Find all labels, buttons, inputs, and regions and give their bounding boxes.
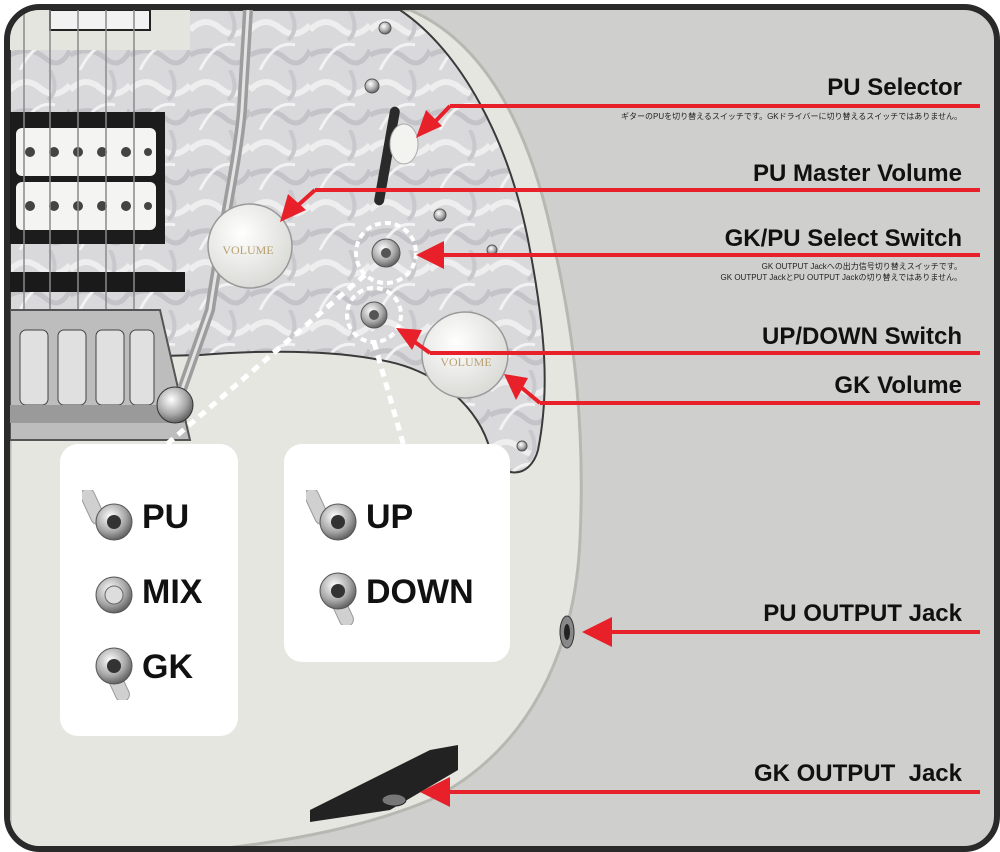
switch-position-gk-text: GK — [142, 648, 193, 686]
toggle-down-icon — [319, 572, 357, 625]
arrow-gk-pu-select — [416, 241, 444, 269]
switch-position-up: UP — [284, 490, 510, 550]
gk-pu-select-switch-label: GK/PU Select Switch — [724, 225, 962, 252]
callout-arrows — [280, 104, 980, 807]
gk-pu-switch-card: PU MIX GK — [60, 444, 238, 736]
arrow-pu-selector — [416, 110, 442, 138]
gk-pu-leader — [158, 273, 367, 452]
tremolo-base — [156, 386, 194, 424]
switch-position-pu-text: PU — [142, 498, 190, 536]
switch-position-gk: GK — [60, 640, 238, 700]
arrow-gk-volume — [504, 374, 528, 400]
toggle-up-icon — [306, 490, 357, 541]
diagram-frame: VOLUME VOLUME — [4, 4, 1000, 852]
gk-output-jack-label: GK OUTPUT Jack — [753, 760, 962, 787]
pu-selector-switch — [374, 106, 419, 206]
pu-selector-label: PU Selector — [827, 74, 962, 101]
gk-pu-select-switch-note-2: GK OUTPUT JackとPU OUTPUT Jackの切り替えではありませ… — [720, 273, 962, 282]
pickguard-screws — [364, 21, 528, 452]
arrow-pu-output — [582, 617, 612, 647]
arrow-up-down — [396, 328, 422, 350]
up-down-switch-label: UP/DOWN Switch — [761, 323, 962, 350]
switch-position-pu: PU — [60, 490, 238, 550]
pickup-bar — [10, 272, 185, 292]
gk-output-jack-shape — [310, 745, 458, 822]
switch-position-down-text: DOWN — [366, 573, 474, 611]
switch-position-mix: MIX — [60, 565, 238, 625]
gk-pu-select-switch-note-1: GK OUTPUT Jackへの出力信号切り替えスイッチです。 — [761, 262, 962, 271]
up-down-switch-card: UP DOWN — [284, 444, 510, 662]
toggle-down-icon — [95, 647, 133, 700]
up-down-leader — [371, 341, 408, 451]
humbucker-pickup — [10, 112, 165, 244]
neck-pickup — [49, 10, 151, 31]
pu-output-jack-shape — [559, 615, 575, 649]
master-volume-knob-text: VOLUME — [222, 243, 273, 257]
pu-output-jack-label: PU OUTPUT Jack — [763, 600, 962, 627]
pu-selector-note: ギターのPUを切り替えるスイッチです。GKドライバーに切り替えるスイッチではあり… — [621, 112, 962, 121]
master-volume-knob: VOLUME — [207, 203, 293, 289]
gk-pu-toggle — [354, 221, 418, 285]
toggle-center-icon — [95, 576, 133, 614]
bridge — [10, 309, 192, 441]
switch-position-up-text: UP — [366, 498, 414, 536]
gk-volume-knob-text: VOLUME — [440, 355, 491, 369]
arrow-pu-master-volume — [280, 194, 306, 222]
toggle-up-icon — [82, 490, 133, 541]
switch-position-mix-text: MIX — [142, 573, 203, 611]
gk-volume-label: GK Volume — [834, 372, 962, 399]
switch-position-down: DOWN — [284, 565, 510, 625]
pu-master-volume-label: PU Master Volume — [753, 160, 962, 187]
arrow-gk-output — [420, 777, 450, 807]
